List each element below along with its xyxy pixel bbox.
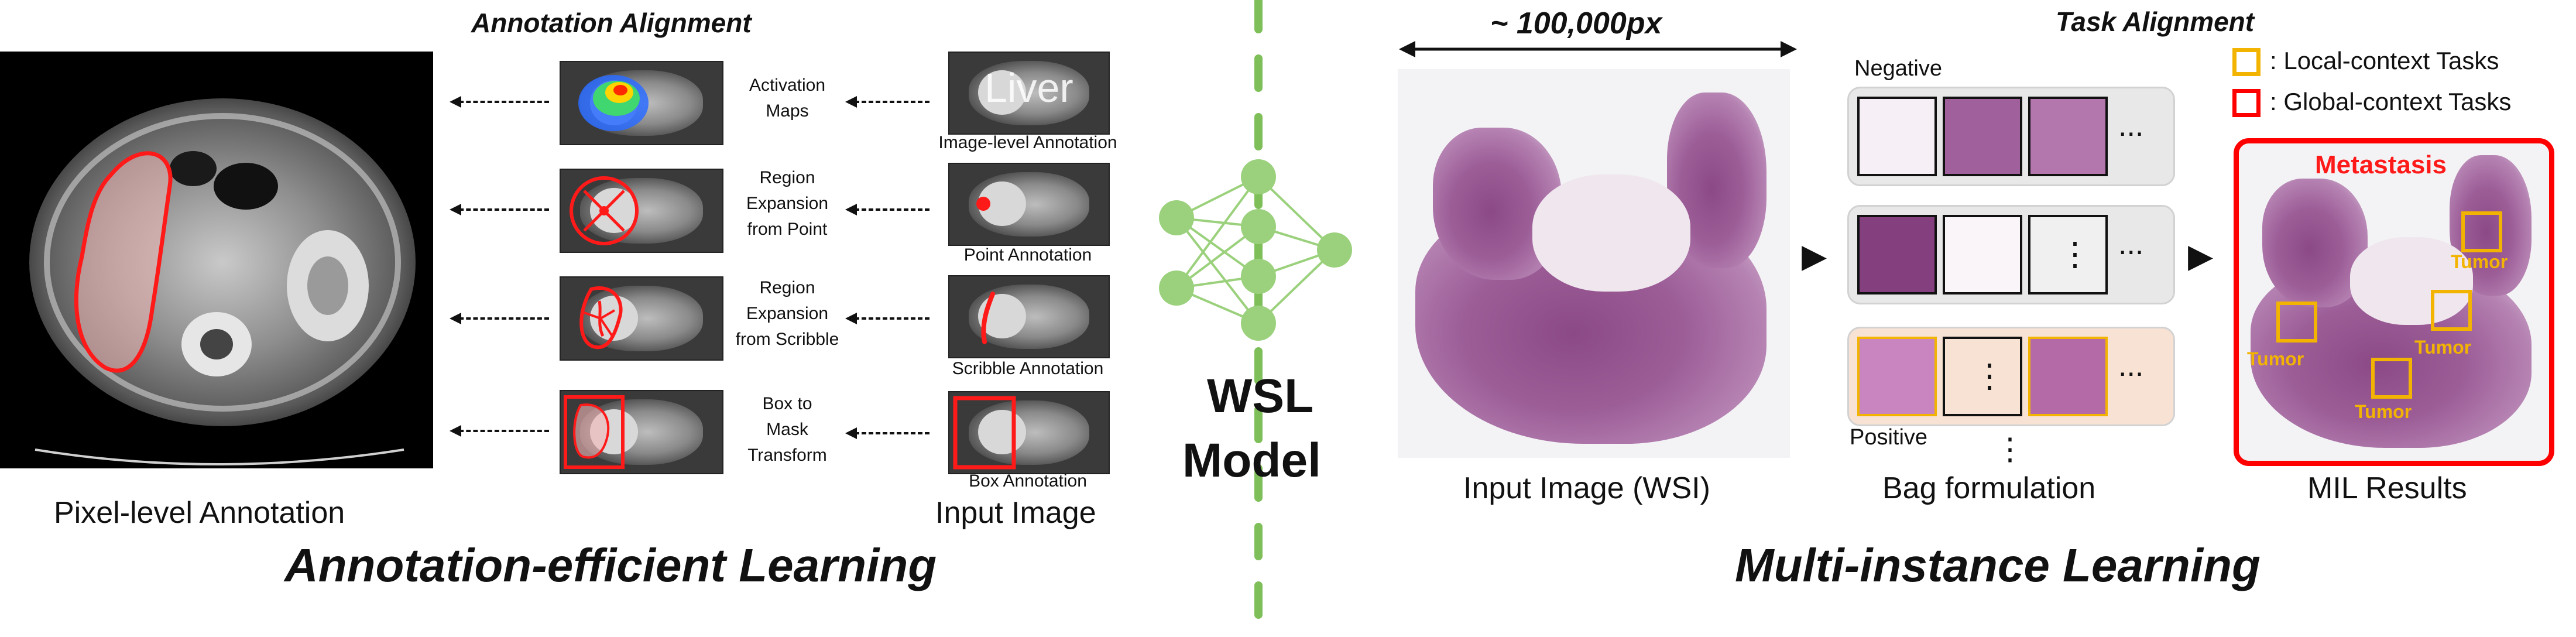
wsi-image <box>1398 69 1790 458</box>
tumor-box <box>2461 211 2502 252</box>
model-label: Model <box>1182 434 1321 487</box>
instance-patch <box>1857 215 1937 294</box>
arrow-point-expansion-to-pixel <box>450 204 549 215</box>
input-image-label: Input Image <box>935 496 1096 530</box>
negative-bag-1: ... <box>1847 87 2175 186</box>
box-annotation-label: Box Annotation <box>969 471 1087 491</box>
point-expansion-graphic <box>570 176 639 245</box>
pixel-annotation-image <box>0 52 433 468</box>
legend-local-swatch <box>2232 48 2261 76</box>
box-transform-thumb <box>560 390 723 474</box>
activation-map-thumb <box>560 61 723 145</box>
scribble-annotation-label: Scribble Annotation <box>952 359 1104 378</box>
scribble-expansion-thumb <box>560 276 723 361</box>
method-activation-maps: Activation Maps <box>749 76 826 121</box>
instance-patch-empty: ⋮ <box>2028 215 2108 294</box>
method-region-expansion-scribble: Region Expansion from Scribble <box>735 278 839 349</box>
instance-patch <box>1943 215 2022 294</box>
instance-patch <box>1943 97 2022 176</box>
annotation-efficient-learning-title: Annotation-efficient Learning <box>284 539 937 591</box>
red-point-graphic <box>976 197 990 211</box>
task-alignment-title: Task Alignment <box>2056 6 2255 37</box>
arrow-point-to-expansion <box>845 204 929 215</box>
image-level-annotation-label: Image-level Annotation <box>938 133 1117 152</box>
arrow-image-level-to-activation <box>845 96 929 108</box>
point-expansion-thumb <box>560 169 723 253</box>
method-box-to-mask: Box to Mask Transform <box>747 394 827 465</box>
arrow-box-transform-to-pixel <box>450 425 549 437</box>
neural-network-icon <box>1159 159 1352 341</box>
legend-global-swatch <box>2232 89 2261 117</box>
instance-patch-empty: ⋮ <box>1943 337 2022 416</box>
tumor-box <box>2276 302 2317 343</box>
metastasis-label: Metastasis <box>2315 150 2447 179</box>
scribble-expansion-graphic <box>579 286 623 350</box>
scribble-annotation-thumb <box>948 275 1110 358</box>
instance-patch-tumor <box>2028 337 2108 416</box>
tumor-box <box>2431 290 2472 331</box>
negative-bag-2: ⋮ ... <box>1847 205 2175 304</box>
positive-bag: ⋮ ... <box>1847 327 2175 426</box>
tumor-label: Tumor <box>2355 401 2412 422</box>
wsl-label: WSL <box>1207 369 1314 423</box>
ct-scan-graphic <box>29 98 416 465</box>
legend-global-text: : Global-context Tasks <box>2270 88 2512 115</box>
arrow-scribble-expansion-to-pixel <box>450 313 549 324</box>
scale-double-arrow <box>1399 41 1797 57</box>
point-annotation-thumb <box>948 163 1110 246</box>
tumor-box <box>2371 358 2412 399</box>
ellipsis: ... <box>2118 227 2144 261</box>
arrow-activation-to-pixel <box>450 96 549 108</box>
bag-formulation-label: Bag formulation <box>1882 471 2096 505</box>
instance-patch-tumor <box>1857 337 1937 416</box>
red-scribble-graphic <box>981 292 995 344</box>
instance-patch <box>2028 97 2108 176</box>
mil-results-label: MIL Results <box>2307 471 2467 505</box>
arrow-to-bags: ▶ <box>1802 237 1827 274</box>
box-annotation-thumb <box>948 391 1110 474</box>
annotation-alignment-title: Annotation Alignment <box>471 8 752 38</box>
arrow-box-to-transform <box>845 427 929 439</box>
image-level-thumb: Liver <box>948 52 1110 135</box>
ellipsis: ... <box>2118 109 2144 143</box>
positive-label: Positive <box>1850 425 1928 450</box>
negative-label: Negative <box>1854 56 1942 81</box>
scale-label: ~ 100,000px <box>1490 6 1662 40</box>
ellipsis: ... <box>2118 349 2144 383</box>
multi-instance-learning-title: Multi-instance Learning <box>1735 539 2261 591</box>
legend-local-text: : Local-context Tasks <box>2270 47 2499 74</box>
method-region-expansion-point: Region Expansion from Point <box>746 168 829 239</box>
vdots: ⋮ <box>2059 235 2091 272</box>
vdots: ⋮ <box>1973 357 2006 394</box>
tumor-label: Tumor <box>2451 251 2508 272</box>
bags-vdots: ⋮ <box>1995 433 2025 467</box>
arrow-to-results: ▶ <box>2188 237 2214 274</box>
heatmap-overlay-graphic <box>578 75 649 131</box>
pixel-level-annotation-label: Pixel-level Annotation <box>54 496 345 530</box>
wsi-label: Input Image (WSI) <box>1463 471 1710 505</box>
box-transform-graphic <box>564 395 625 469</box>
instance-patch <box>1857 97 1937 176</box>
point-annotation-label: Point Annotation <box>963 245 1092 265</box>
arrow-scribble-to-expansion <box>845 313 929 324</box>
liver-overlay-text: Liver <box>985 65 1073 111</box>
tumor-label: Tumor <box>2247 348 2304 369</box>
tumor-label: Tumor <box>2414 337 2472 358</box>
mil-result-frame: Metastasis Tumor Tumor Tumor Tumor <box>2234 138 2554 466</box>
red-box-graphic <box>953 396 1016 470</box>
